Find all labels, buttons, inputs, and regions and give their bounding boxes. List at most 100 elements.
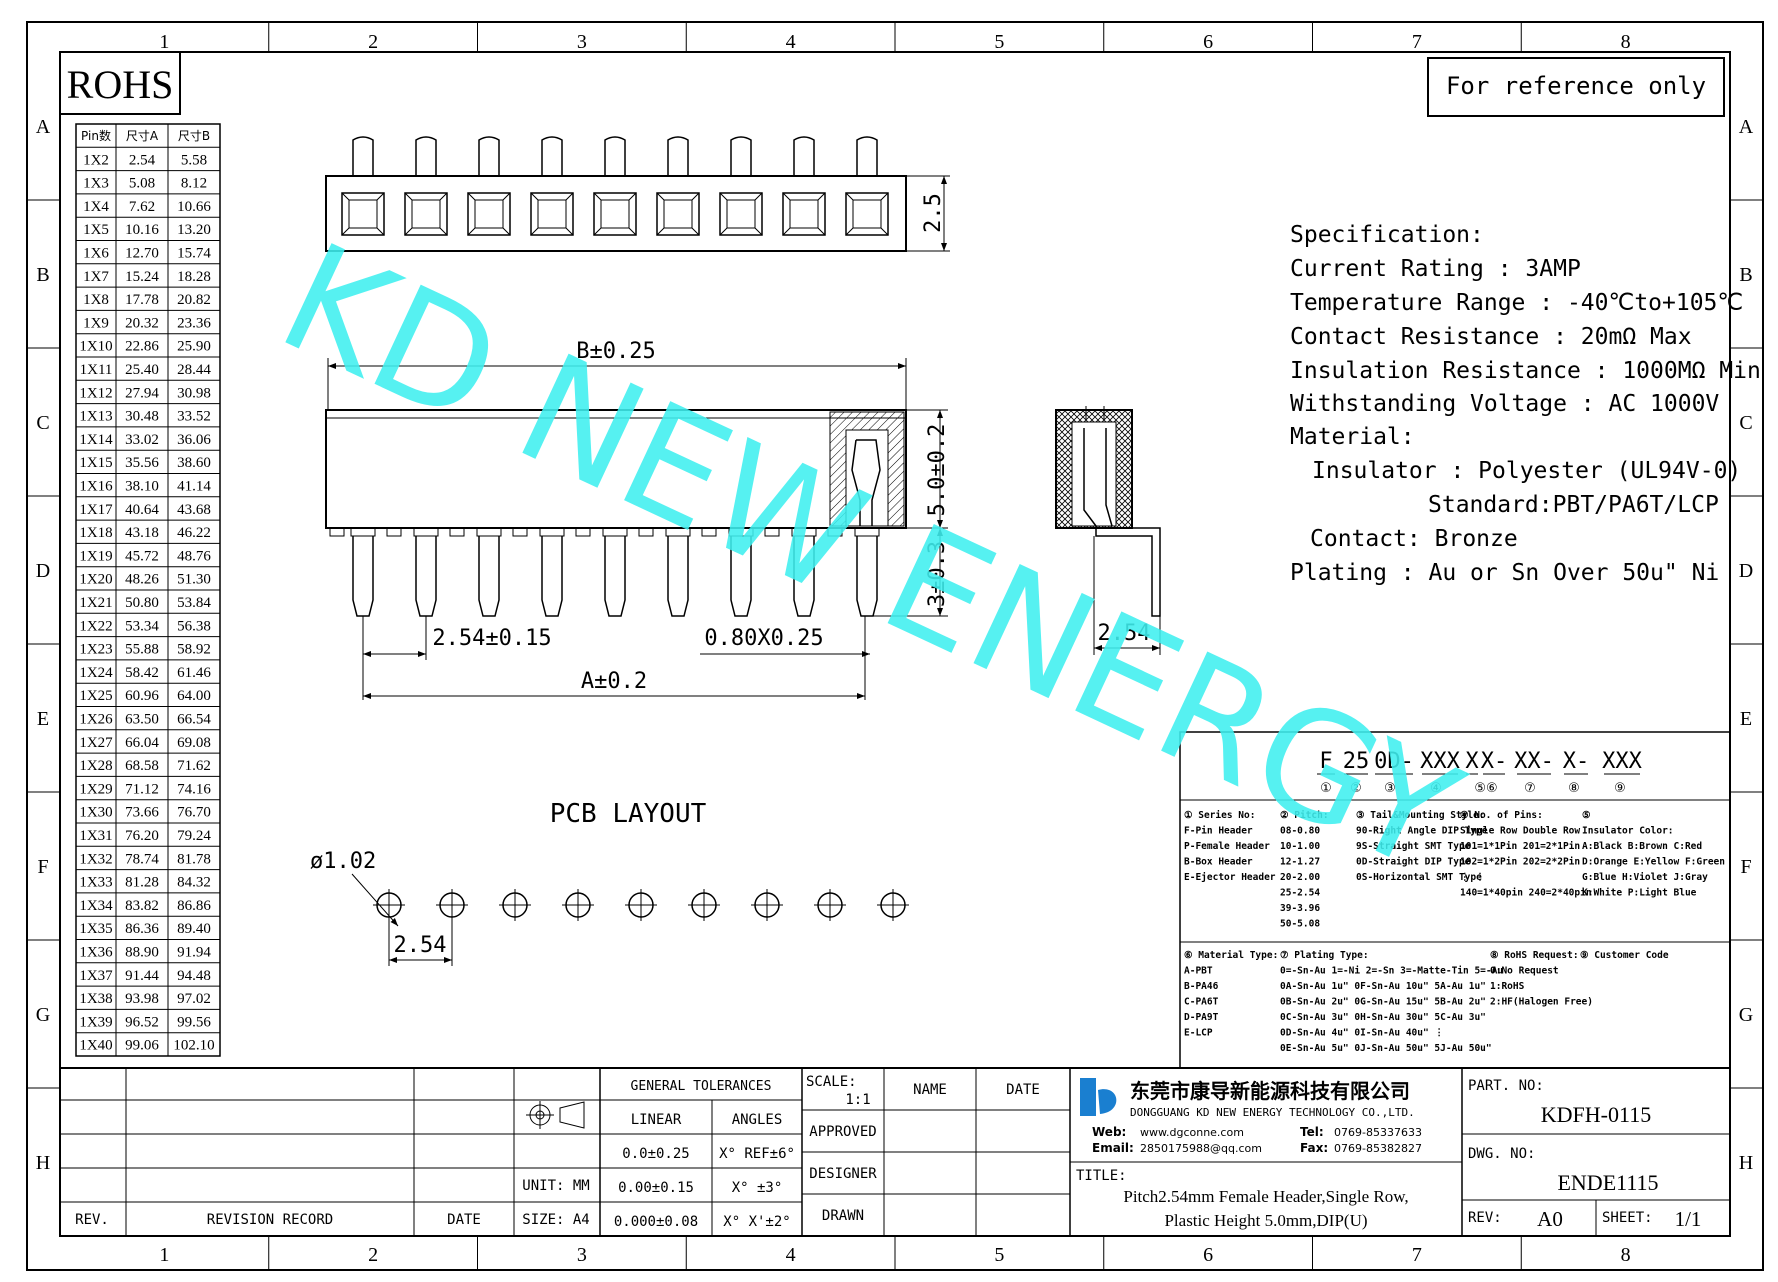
angles-label: ANGLES: [732, 1112, 783, 1128]
spec-line: Current Rating : 3AMP: [1290, 256, 1581, 282]
legend-line: 9S-Straight SMT Type: [1356, 841, 1471, 852]
spec-line: Plating : Au or Sn Over 50u" Ni: [1290, 560, 1719, 586]
table-cell: 69.08: [177, 735, 211, 751]
table-cell: 93.98: [125, 991, 159, 1007]
legend-line: 90-Right Angle DIP Type: [1356, 826, 1488, 837]
grid-row-label: F: [37, 856, 48, 878]
top-socket-outer: [719, 192, 763, 236]
reference-box: [1427, 57, 1725, 117]
top-pin: [604, 136, 626, 176]
front-pin: [730, 536, 752, 617]
table-cell: 5.08: [129, 176, 155, 192]
grid-row-label: G: [1739, 1004, 1753, 1026]
top-socket-outer: [593, 192, 637, 236]
top-socket-inner: [348, 199, 378, 229]
table-cell: 97.02: [177, 991, 211, 1007]
front-pin: [352, 536, 374, 617]
legend-line: G:Blue H:Violet J:Gray: [1582, 872, 1708, 883]
table-cell: 68.58: [125, 758, 159, 774]
size-label: SIZE: A4: [522, 1212, 589, 1228]
legend-line: 0C-Sn-Au 3u" 0H-Sn-Au 30u" 5C-Au 3u": [1280, 1012, 1486, 1023]
table-cell: 99.06: [125, 1038, 159, 1054]
grid-row-label: C: [1739, 412, 1752, 434]
title-block: REV. REVISION RECORD DATE UNIT: MM SIZE:…: [60, 1067, 1730, 1236]
grid-column-label: 5: [994, 31, 1004, 53]
table-cell: 15.24: [125, 269, 159, 285]
table-cell: 1X20: [79, 572, 112, 588]
rev-value: A0: [1537, 1207, 1563, 1231]
legend-line: D:Orange E:Yellow F:Green: [1582, 857, 1725, 868]
dim-side-pitch: 2.54: [1098, 621, 1151, 646]
code-marker: ①: [1320, 781, 1332, 796]
table-cell: 1X8: [83, 292, 109, 308]
legend-line: ④ No. of Pins:: [1460, 810, 1543, 821]
legend-line: E-Ejector Header: [1184, 872, 1276, 883]
front-pin: [793, 536, 815, 617]
top-pin: [541, 136, 563, 176]
table-cell: 99.56: [177, 1014, 211, 1030]
legend-line: 0=-Sn-Au 1=-Ni 2=-Sn 3=-Matte-Tin 5=-Au: [1280, 966, 1503, 977]
grid-column-label: 7: [1412, 31, 1422, 53]
table-cell: 79.24: [177, 828, 211, 844]
grid-row-label: D: [36, 560, 50, 582]
spec-line: Withstanding Voltage : AC 1000V: [1290, 391, 1719, 417]
legend-line: 20-2.00: [1280, 872, 1320, 883]
table-cell: 86.36: [125, 921, 159, 937]
grid-column-label: 4: [786, 31, 796, 53]
legend-line: ⑤: [1582, 810, 1591, 821]
legend-line: 0S-Horizontal SMT Type: [1356, 872, 1482, 883]
projection-symbol: [526, 1101, 585, 1129]
legend-line: 1:RoHS: [1490, 981, 1525, 992]
title-line-1: Pitch2.54mm Female Header,Single Row,: [1123, 1187, 1408, 1206]
dim-pitch: 2.54±0.15: [432, 626, 551, 651]
front-pin-standoff: [350, 527, 376, 537]
spec-line: Temperature Range : -40℃to+105℃: [1290, 290, 1743, 316]
front-pin-standoff: [602, 527, 628, 537]
top-socket-chamfer: [719, 192, 763, 236]
approved-label: APPROVED: [809, 1124, 876, 1140]
top-socket-inner: [537, 199, 567, 229]
top-view-housing: [325, 175, 907, 252]
table-cell: 94.48: [177, 968, 211, 984]
grid-row-label: H: [36, 1152, 50, 1174]
table-cell: 38.60: [177, 455, 211, 471]
dim-a: A±0.2: [581, 669, 647, 694]
top-pin: [667, 136, 689, 176]
table-cell: 1X38: [79, 991, 112, 1007]
reference-note: For reference only: [1446, 72, 1706, 100]
grid-row-label: B: [36, 264, 49, 286]
rohs-label: ROHS: [67, 62, 174, 107]
code-segment: 25: [1343, 749, 1370, 774]
front-view: B±0.25 5.0±0.2 3±0.3 2.54±0.15 0.80X0.25…: [325, 339, 950, 700]
legend-line: 12-1.27: [1280, 857, 1320, 868]
tol-angle: X° X'±2°: [723, 1214, 790, 1230]
legend-line: 0A-Sn-Au 1u" 0F-Sn-Au 10u" 5A-Au 1u": [1280, 981, 1486, 992]
pcb-layout: PCB LAYOUT ø1.02 2.54: [310, 799, 909, 966]
legend-line: ⑨ Customer Code: [1580, 950, 1669, 961]
table-cell: 60.96: [125, 688, 159, 704]
table-header: 尺寸B: [178, 129, 210, 143]
tol-linear: 0.0±0.25: [622, 1146, 689, 1162]
tel-label: Tel:: [1300, 1125, 1324, 1139]
table-cell: 74.16: [177, 781, 211, 797]
scale-label: SCALE:: [806, 1074, 857, 1090]
spec-title: Specification:: [1290, 222, 1484, 248]
top-pin: [478, 136, 500, 176]
sheet-value: 1/1: [1675, 1207, 1702, 1231]
scale-value: 1:1: [845, 1092, 870, 1108]
top-socket-inner: [411, 199, 441, 229]
code-marker: ④: [1430, 781, 1442, 796]
dim-body-height: 5.0±0.2: [925, 424, 950, 517]
table-cell: 17.78: [125, 292, 159, 308]
legend-line: A:Black B:Brown C:Red: [1582, 841, 1702, 852]
table-cell: 1X10: [79, 339, 112, 355]
grid-column-label: 6: [1203, 31, 1213, 53]
code-marker: ⑨: [1614, 781, 1626, 796]
legend-line: ② Pitch:: [1280, 810, 1329, 821]
table-cell: 1X2: [83, 152, 109, 168]
table-cell: 45.72: [125, 548, 159, 564]
front-pin-gap: [512, 527, 528, 537]
legend-line: ⑧ RoHS Request:: [1490, 950, 1579, 961]
dim-b: B±0.25: [576, 339, 655, 364]
fax-label: Fax:: [1300, 1141, 1328, 1155]
